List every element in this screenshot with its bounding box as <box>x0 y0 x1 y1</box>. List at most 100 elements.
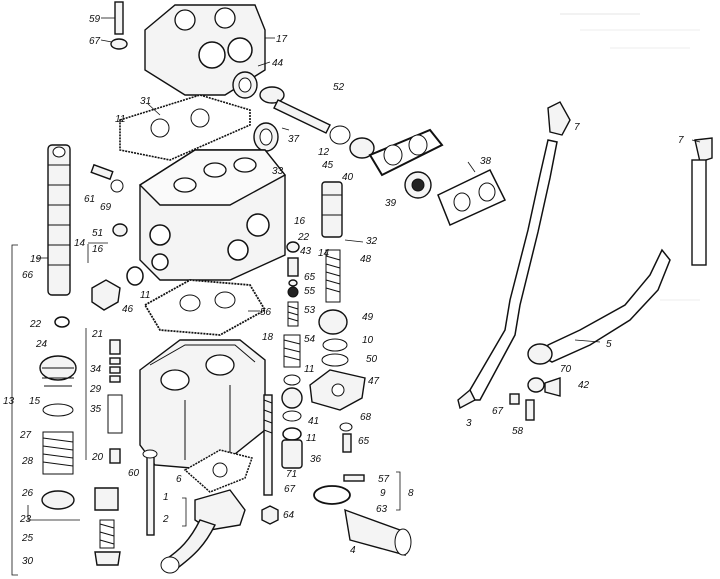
spring-48-part <box>325 249 341 303</box>
label-67a: 67 <box>89 36 101 47</box>
label-14b: 14 <box>318 248 330 259</box>
label-49: 49 <box>362 312 374 323</box>
label-56: 56 <box>260 307 272 318</box>
label-42: 42 <box>578 380 590 391</box>
label-29: 29 <box>89 384 102 395</box>
lever-3-part <box>457 139 558 410</box>
housing-18 <box>139 339 266 471</box>
label-50: 50 <box>366 354 378 365</box>
label-5: 5 <box>606 339 612 350</box>
label-7a: 7 <box>574 122 580 133</box>
label-57: 57 <box>378 474 390 485</box>
label-43: 43 <box>300 246 312 257</box>
ring-50-part <box>321 353 349 367</box>
valve-block-16 <box>138 149 287 281</box>
label-9: 9 <box>380 488 386 499</box>
part-labels: 59 67 17 44 52 31 11 37 12 45 40 33 38 3… <box>3 14 684 567</box>
washer-69-part <box>110 179 124 193</box>
bolt-65b-part <box>342 433 352 453</box>
clamp-9-part <box>313 485 351 505</box>
shaft-37-part <box>259 86 375 159</box>
label-25: 25 <box>21 533 34 544</box>
label-21: 21 <box>91 329 103 340</box>
nut-64-part <box>261 505 279 525</box>
left-column-parts <box>39 316 121 566</box>
washer-68-part <box>339 422 353 432</box>
label-20: 20 <box>91 452 104 463</box>
sleeve-49-part <box>318 309 348 335</box>
label-40: 40 <box>342 172 354 183</box>
label-4: 4 <box>350 545 356 556</box>
label-55: 55 <box>304 286 316 297</box>
label-2: 2 <box>162 514 169 525</box>
label-17: 17 <box>276 34 288 45</box>
label-23: 23 <box>19 514 32 525</box>
label-58: 58 <box>512 426 524 437</box>
leader-lines <box>36 17 701 343</box>
label-51: 51 <box>92 228 103 239</box>
label-36: 36 <box>310 454 322 465</box>
bolt-59-part <box>110 1 128 50</box>
gasket-56-part <box>143 279 267 336</box>
label-65a: 65 <box>304 272 316 283</box>
label-59: 59 <box>89 14 101 25</box>
label-33: 33 <box>272 166 284 177</box>
hose-4-part <box>344 508 412 556</box>
label-61: 61 <box>84 194 95 205</box>
label-12: 12 <box>318 147 330 158</box>
washer-70-part <box>527 377 545 393</box>
plug-51-part <box>112 223 128 237</box>
elbow-pipe-part <box>160 489 246 574</box>
knob-7a-part <box>547 101 571 136</box>
label-53: 53 <box>304 305 316 316</box>
bracket-13 <box>11 244 18 576</box>
label-11a: 11 <box>115 114 125 125</box>
plate-38-part <box>437 169 507 227</box>
scan-noise <box>560 13 700 301</box>
label-31: 31 <box>140 96 151 107</box>
bolt-61-part <box>90 163 114 181</box>
label-48: 48 <box>360 254 372 265</box>
label-24: 24 <box>35 339 48 350</box>
gasket-31-part <box>119 94 251 161</box>
small-parts-column <box>281 241 303 469</box>
label-19: 19 <box>30 254 42 265</box>
ring-10-part <box>322 338 348 352</box>
plug-46-part <box>91 279 121 311</box>
label-41: 41 <box>308 416 319 427</box>
label-8: 8 <box>408 488 414 499</box>
label-64: 64 <box>283 510 295 521</box>
valve-32-part <box>321 181 343 238</box>
label-28: 28 <box>21 456 34 467</box>
label-37: 37 <box>288 134 300 145</box>
label-10: 10 <box>362 335 374 346</box>
label-67c: 67 <box>284 484 296 495</box>
label-69: 69 <box>100 202 112 213</box>
label-16a: 16 <box>294 216 306 227</box>
label-67b: 67 <box>492 406 504 417</box>
bolt-57-part <box>343 474 365 482</box>
label-32: 32 <box>366 236 378 247</box>
label-39: 39 <box>385 198 397 209</box>
bushing-part <box>527 343 553 365</box>
label-30: 30 <box>22 556 34 567</box>
label-71: 71 <box>286 469 297 480</box>
label-7b: 7 <box>678 135 684 146</box>
bracket-23 <box>27 505 80 521</box>
label-18: 18 <box>262 332 274 343</box>
label-68: 68 <box>360 412 372 423</box>
stud-71-part <box>263 394 273 496</box>
label-45: 45 <box>322 160 334 171</box>
spool-valve-part <box>47 144 71 296</box>
label-14a: 14 <box>74 238 86 249</box>
bracket-1-2 <box>182 497 187 527</box>
label-13: 13 <box>3 396 15 407</box>
label-1: 1 <box>163 492 169 503</box>
gasket-40-part <box>368 128 444 177</box>
label-63: 63 <box>376 504 388 515</box>
upper-cover-17 <box>144 4 266 96</box>
label-35: 35 <box>90 404 102 415</box>
inner-column-parts <box>85 328 123 464</box>
